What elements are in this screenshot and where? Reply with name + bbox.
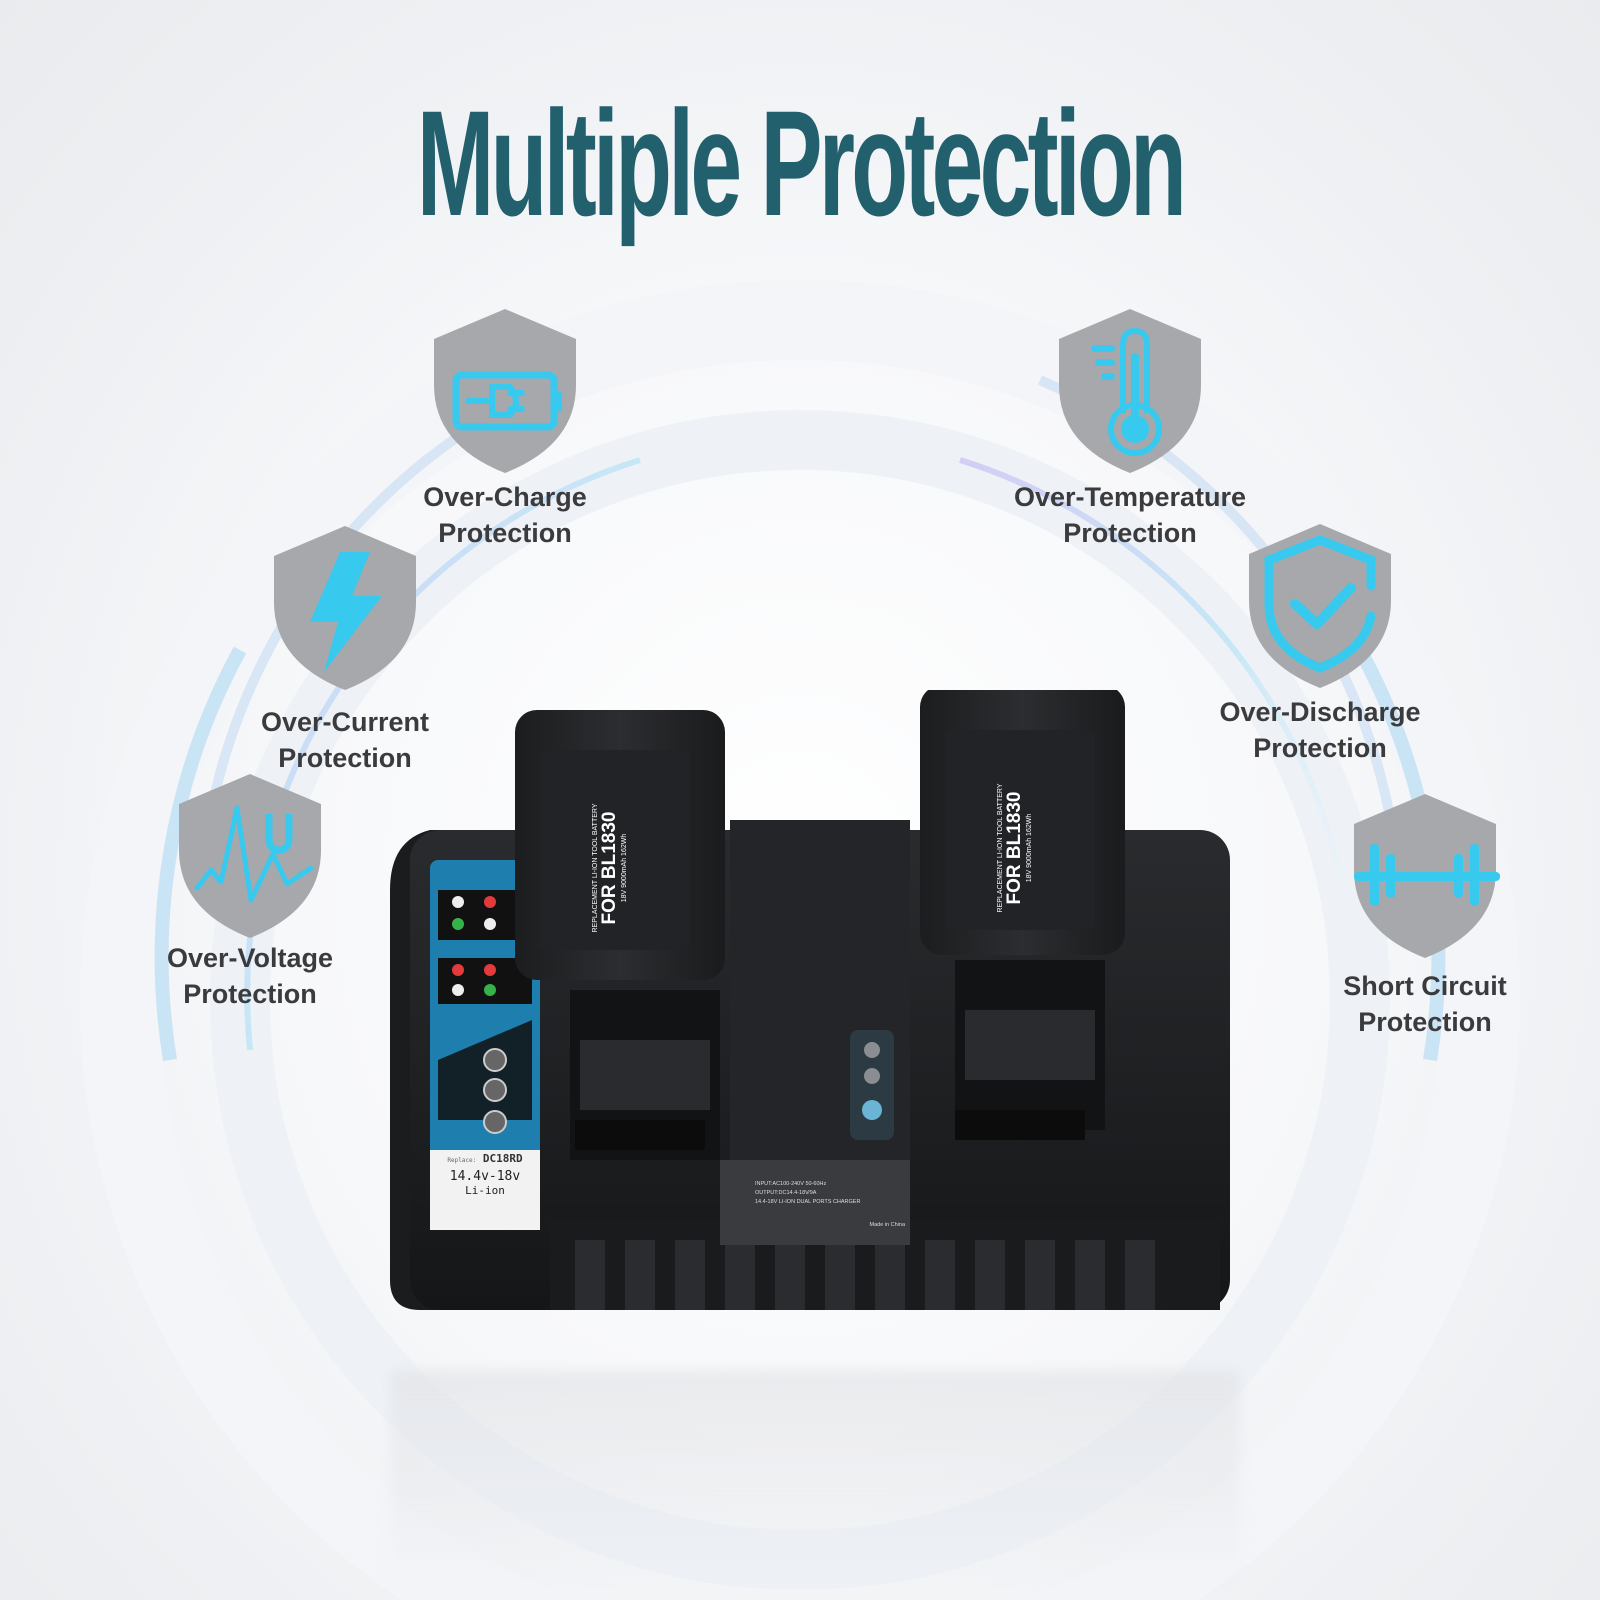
- shield-badge: [175, 770, 325, 940]
- charger-panel-label: Replace: DC18RD 14.4v-18v Li-ion: [430, 1152, 540, 1197]
- battery-chemistry: Li-ion: [465, 1184, 505, 1197]
- feature-label: Short Circuit: [1343, 971, 1507, 1001]
- battery-model: FOR BL1830: [599, 811, 620, 925]
- product-reflection: [390, 1370, 1240, 1600]
- feature-over-current: Over-Current Protection: [235, 522, 455, 776]
- made-in: Made in China: [869, 1222, 905, 1228]
- charger-model: DC18RD: [482, 1152, 523, 1165]
- battery-model: FOR BL1830: [1004, 791, 1025, 905]
- battery-spec: 18V 9000mAh 162Wh: [621, 833, 628, 903]
- feature-label: Protection: [1253, 733, 1387, 763]
- charger-spec-label: INPUT:AC100-240V 50-60Hz OUTPUT:DC14.4-1…: [755, 1180, 905, 1230]
- page-title: Multiple Protection: [416, 79, 1187, 247]
- shield-check-icon: [1249, 524, 1391, 688]
- shield-badge: [270, 522, 420, 692]
- battery-header: REPLACEMENT LI-ION TOOL BATTERY: [592, 803, 599, 933]
- voltage-wave-icon: [179, 774, 321, 938]
- feature-label: Over-Charge: [423, 482, 587, 512]
- feature-label: Protection: [1358, 1007, 1492, 1037]
- shield-badge: [430, 305, 580, 475]
- feature-over-discharge: Over-Discharge Protection: [1190, 520, 1450, 766]
- battery-left-label: REPLACEMENT LI-ION TOOL BATTERY FOR BL18…: [540, 770, 690, 960]
- feature-label: Protection: [438, 518, 572, 548]
- feature-label: Protection: [183, 979, 317, 1009]
- spec-output: OUTPUT:DC14.4-18V⁄9A: [755, 1190, 817, 1196]
- feature-label: Over-Voltage: [166, 943, 334, 973]
- feature-over-temperature: Over-Temperature Protection: [985, 305, 1275, 551]
- replace-label: Replace:: [447, 1157, 477, 1164]
- battery-right-label: REPLACEMENT LI-ION TOOL BATTERY FOR BL18…: [945, 750, 1095, 940]
- shield-badge: [1055, 305, 1205, 475]
- battery-spec: 18V 9000mAh 162Wh: [1026, 813, 1033, 883]
- feature-short-circuit: Short Circuit Protection: [1315, 790, 1535, 1040]
- lightning-bolt-icon: [274, 526, 416, 690]
- charger-illustration: [390, 685, 1230, 1310]
- feature-over-charge: Over-Charge Protection: [400, 305, 610, 551]
- feature-label: Protection: [278, 743, 412, 773]
- shield-badge: [1350, 790, 1500, 960]
- spec-input: INPUT:AC100-240V 50-60Hz: [755, 1181, 827, 1187]
- spec-description: 14.4-18V LI-ION DUAL PORTS CHARGER: [755, 1199, 861, 1205]
- shield-badge: [1245, 520, 1395, 690]
- voltage-range: 14.4v-18v: [449, 1169, 521, 1184]
- battery-header: REPLACEMENT LI-ION TOOL BATTERY: [997, 783, 1004, 913]
- feature-over-voltage: Over-Voltage Protection: [150, 770, 350, 1012]
- feature-label: Protection: [1063, 518, 1197, 548]
- thermometer-icon: [1059, 309, 1201, 473]
- battery-plug-icon: [434, 309, 576, 473]
- feature-label: Over-Temperature: [1013, 482, 1247, 512]
- dual-port-charger: REPLACEMENT LI-ION TOOL BATTERY FOR BL18…: [390, 685, 1240, 1390]
- feature-label: Over-Discharge: [1219, 697, 1421, 727]
- short-circuit-icon: [1354, 794, 1500, 958]
- feature-label: Over-Current: [260, 707, 430, 737]
